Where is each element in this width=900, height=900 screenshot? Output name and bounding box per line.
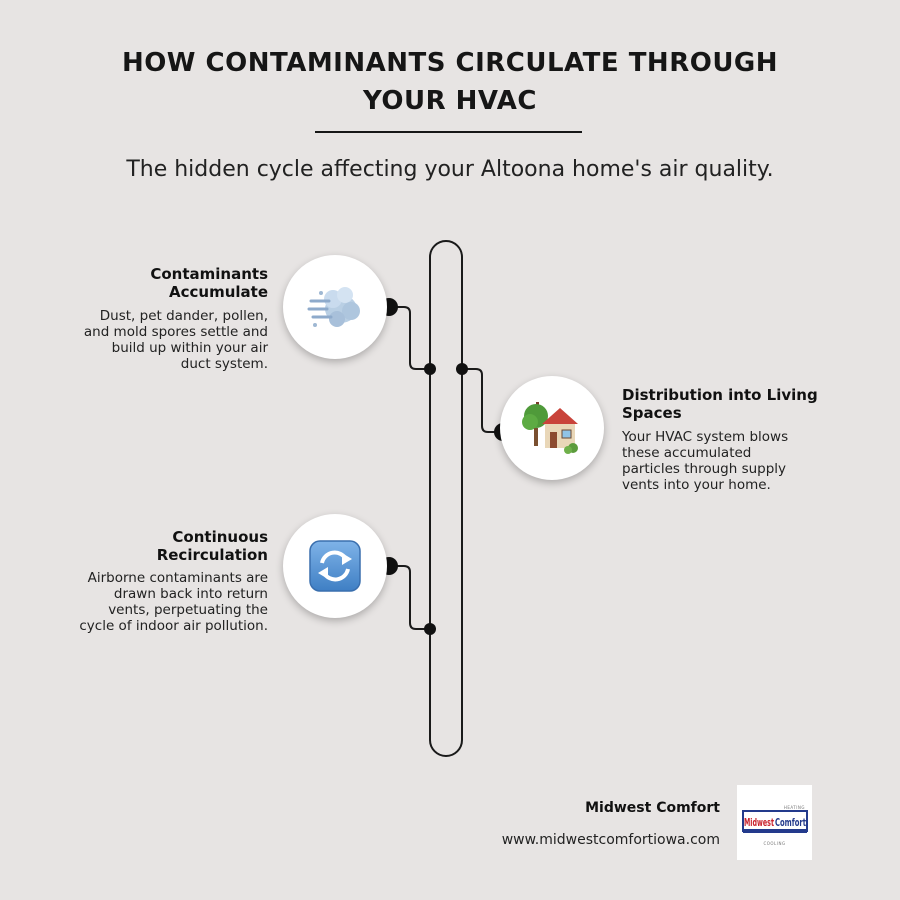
step-2-title-line-2: Spaces (622, 404, 682, 422)
step-3-description: Airborne contaminants are drawn back int… (8, 570, 268, 634)
step-3-text-line: cycle of indoor air pollution. (79, 618, 268, 634)
step-1-title-line-1: Contaminants (150, 265, 268, 283)
step-2-text-line: Your HVAC system blows (622, 429, 789, 445)
step-2-title-line-1: Distribution into Living (622, 386, 818, 404)
logo-top-text: HEATING (783, 805, 805, 810)
step-3-title-line-2: Recirculation (156, 546, 268, 564)
svg-text:Comfort: Comfort (775, 816, 806, 829)
step-1-title: Contaminants Accumulate (28, 265, 268, 301)
house-icon (522, 402, 578, 454)
step-1-text-line: and mold spores settle and (83, 324, 268, 340)
junction-step-3 (424, 623, 436, 635)
step-2-text-line: particles through supply (622, 461, 787, 477)
step-2-title: Distribution into Living Spaces (622, 386, 862, 422)
page-subtitle: The hidden cycle affecting your Altoona … (126, 157, 774, 182)
svg-text:Midwest: Midwest (744, 816, 774, 829)
step-1-description: Dust, pet dander, pollen, and mold spore… (28, 308, 268, 372)
brand-name: Midwest Comfort (585, 800, 720, 816)
logo-mark: Midwest Comfort (742, 810, 808, 833)
step-1-title-line-2: Accumulate (169, 283, 268, 301)
recycle-arrows-icon (309, 540, 361, 592)
connector-step-1 (389, 306, 430, 370)
step-3-title: Continuous Recirculation (28, 528, 268, 564)
logo-bottom-text: COOLING (763, 841, 786, 846)
connector-step-3 (389, 565, 430, 630)
step-3-text-line: drawn back into return (113, 586, 268, 602)
step-3-text-line: vents, perpetuating the (108, 602, 268, 618)
brand-url[interactable]: www.midwestcomfortiowa.com (501, 832, 720, 848)
junction-step-1 (424, 363, 436, 375)
title-underline (315, 131, 582, 133)
step-3-title-line-1: Continuous (172, 528, 268, 546)
circulation-loop (429, 240, 463, 757)
step-3-icon-circle (283, 514, 387, 618)
page-title: HOW CONTAMINANTS CIRCULATE THROUGH YOUR … (90, 44, 810, 120)
step-1-text-line: Dust, pet dander, pollen, (99, 308, 268, 324)
step-1-icon-circle (283, 255, 387, 359)
step-2-icon-circle (500, 376, 604, 480)
step-1-text-line: duct system. (180, 356, 268, 372)
step-2-text-line: these accumulated (622, 445, 752, 461)
step-2-text-line: vents into your home. (622, 477, 771, 493)
junction-step-2 (456, 363, 468, 375)
company-logo: HEATING Midwest Comfort COOLING (737, 785, 812, 860)
step-2-description: Your HVAC system blows these accumulated… (622, 429, 862, 493)
step-3-text-line: Airborne contaminants are (87, 570, 268, 586)
dust-cloud-icon (307, 287, 360, 327)
step-1-text-line: build up within your air (111, 340, 268, 356)
title-text: HOW CONTAMINANTS CIRCULATE THROUGH YOUR … (121, 48, 779, 116)
connector-step-2 (462, 368, 503, 433)
